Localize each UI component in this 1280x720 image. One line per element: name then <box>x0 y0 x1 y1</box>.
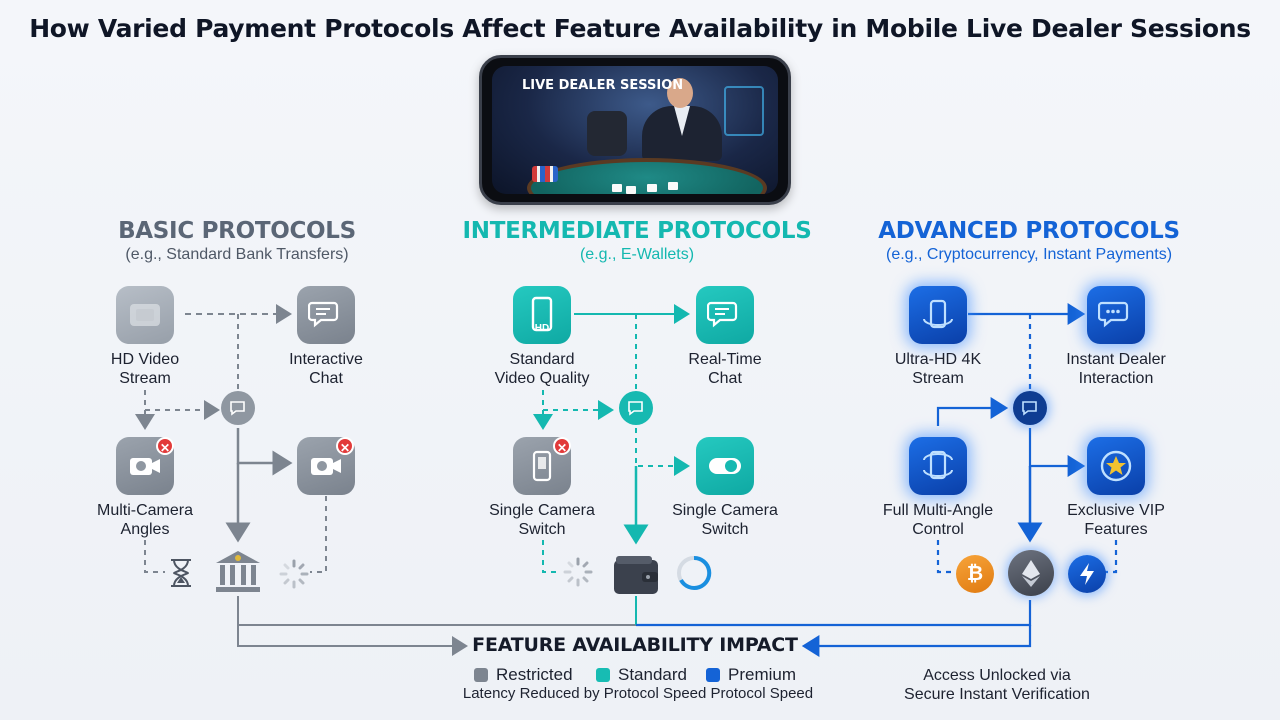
label-text: Single Camera Switch <box>672 502 778 538</box>
live-dealer-screen: LIVE DEALER SESSION <box>492 66 778 194</box>
chair-graphic <box>587 111 627 156</box>
basic-header: BASIC PROTOCOLS (e.g., Standard Bank Tra… <box>57 218 417 264</box>
label-text: Single Camera Switch <box>489 502 595 538</box>
legend-label: Standard <box>618 665 687 684</box>
standard-video-label: Standard Video Quality <box>462 350 622 388</box>
intermediate-header: INTERMEDIATE PROTOCOLS (e.g., E-Wallets) <box>457 218 817 264</box>
legend-swatch <box>706 668 720 682</box>
label-text: Instant Dealer Interaction <box>1066 351 1166 387</box>
single-camera-switch-node-b <box>696 437 754 495</box>
bitcoin-icon: ₿ <box>956 555 994 593</box>
label-text: Full Multi-Angle Control <box>882 502 994 538</box>
multi-camera-label: Multi-Camera Angles <box>65 501 225 539</box>
instant-dealer-interaction-label: Instant Dealer Interaction <box>1036 350 1196 388</box>
ethereum-icon <box>1008 550 1054 596</box>
chip-stack-graphic <box>532 166 558 182</box>
wallet-icon <box>612 552 660 601</box>
label-text: Interactive Chat <box>289 351 363 387</box>
hd-badge-text: HD <box>535 323 549 334</box>
legend-swatch <box>474 668 488 682</box>
access-note: Access Unlocked via Secure Instant Verif… <box>904 667 1090 703</box>
restricted-badge: ✕ <box>553 437 571 455</box>
restricted-badge: ✕ <box>336 437 354 455</box>
intermediate-title: INTERMEDIATE PROTOCOLS <box>462 218 812 244</box>
screen-label: LIVE DEALER SESSION <box>522 78 684 93</box>
standard-video-node: HD <box>513 286 571 344</box>
instant-dealer-interaction-node <box>1087 286 1145 344</box>
playing-card-graphic <box>647 184 657 192</box>
rotate-phone-icon <box>923 299 953 329</box>
latency-note: Latency Reduced by Protocol Speed Protoc… <box>462 685 814 702</box>
interactive-chat-label: Interactive Chat <box>246 350 406 388</box>
label-text: Ultra-HD 4K Stream <box>894 351 982 387</box>
hourglass-icon <box>168 558 194 593</box>
chat-bubble-icon <box>230 401 245 416</box>
single-camera-switch-label-a: Single Camera Switch <box>462 501 622 539</box>
vip-star-icon <box>1100 450 1132 482</box>
playing-card-graphic <box>612 184 622 192</box>
camera-disabled-icon <box>130 458 160 475</box>
camera-disabled-icon <box>532 450 552 482</box>
restricted-badge: ✕ <box>156 437 174 455</box>
legend-premium: Premium <box>706 665 796 685</box>
exclusive-vip-node <box>1087 437 1145 495</box>
chat-hub-node <box>619 391 653 425</box>
ultra-hd-stream-node <box>909 286 967 344</box>
advanced-title: ADVANCED PROTOCOLS <box>878 218 1180 244</box>
hd-video-stream-node <box>116 286 174 344</box>
single-camera-switch-label-b: Single Camera Switch <box>645 501 805 539</box>
label-text: Real-Time Chat <box>688 351 762 387</box>
legend-standard: Standard <box>596 665 687 685</box>
playing-card-graphic <box>626 186 636 194</box>
hd-video-stream-label: HD Video Stream <box>65 350 225 388</box>
chat-hub-node <box>221 391 255 425</box>
legend-swatch <box>596 668 610 682</box>
full-multi-angle-label: Full Multi-Angle Control <box>858 501 1018 539</box>
legend-label: Restricted <box>496 665 573 684</box>
blurred-video-icon <box>130 304 160 326</box>
intermediate-subtitle: (e.g., E-Wallets) <box>579 246 695 263</box>
label-text: Multi-Camera Angles <box>96 502 193 538</box>
chat-hub-node <box>1013 391 1047 425</box>
studio-neon-decoration <box>724 86 764 136</box>
legend-label: Premium <box>728 665 797 684</box>
label-text: HD Video Stream <box>110 351 180 387</box>
phone-hd-icon: HD <box>531 296 553 334</box>
label-text: Exclusive VIP Features <box>1067 502 1165 538</box>
playing-card-graphic <box>668 182 678 190</box>
ultra-hd-stream-label: Ultra-HD 4K Stream <box>858 350 1018 388</box>
impact-title: FEATURE AVAILABILITY IMPACT <box>472 634 798 656</box>
exclusive-vip-label: Exclusive VIP Features <box>1036 501 1196 539</box>
dealer-head-graphic <box>667 78 693 108</box>
basic-subtitle: (e.g., Standard Bank Transfers) <box>125 246 349 263</box>
phone-mockup: LIVE DEALER SESSION <box>479 55 791 205</box>
multi-angle-icon <box>923 450 953 480</box>
camera-disabled-icon <box>311 458 341 475</box>
chat-bubble-icon <box>1098 301 1129 328</box>
toggle-switch-icon <box>709 458 741 474</box>
legend-restricted: Restricted <box>474 665 573 685</box>
chat-bubble-icon <box>308 301 339 328</box>
real-time-chat-node <box>696 286 754 344</box>
page-title: How Varied Payment Protocols Affect Feat… <box>29 14 1251 43</box>
chat-bubble-icon <box>1022 401 1037 416</box>
progress-ring-icon <box>675 554 713 597</box>
lightning-icon <box>1068 555 1106 593</box>
label-text: Standard Video Quality <box>494 351 590 387</box>
real-time-chat-label: Real-Time Chat <box>645 350 805 388</box>
loading-spinner-icon <box>562 556 594 593</box>
loading-spinner-icon <box>278 558 310 595</box>
chat-bubble-icon <box>707 301 738 328</box>
interactive-chat-node <box>297 286 355 344</box>
advanced-header: ADVANCED PROTOCOLS (e.g., Cryptocurrency… <box>849 218 1209 264</box>
advanced-subtitle: (e.g., Cryptocurrency, Instant Payments) <box>885 246 1173 263</box>
full-multi-angle-node <box>909 437 967 495</box>
bank-icon <box>213 547 263 600</box>
chat-bubble-icon <box>628 401 643 416</box>
basic-title: BASIC PROTOCOLS <box>118 218 356 244</box>
